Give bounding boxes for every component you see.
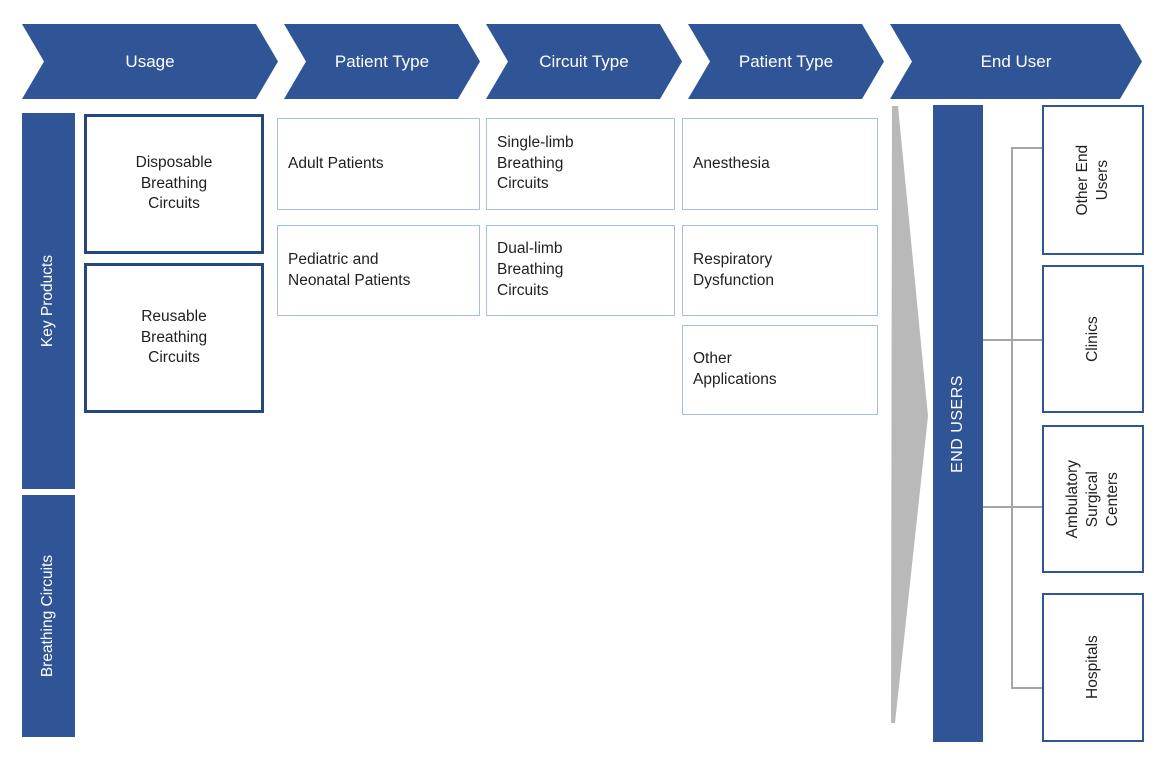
box-label: Disposable Breathing Circuits [135, 153, 213, 213]
chevron-step-end-user: End User [890, 24, 1142, 99]
side-bar-breathing-circuits: Breathing Circuits [22, 495, 75, 737]
box-label: Pediatric and Neonatal Patients [288, 250, 411, 289]
box-hospitals: Hospitals [1042, 593, 1144, 742]
box-anesthesia: Anesthesia [682, 118, 878, 210]
box-ambulatory-surgical-centers: Ambulatory Surgical Centers [1042, 425, 1144, 573]
side-bar-label: Key Products [39, 254, 57, 348]
box-label: Hospitals [1083, 635, 1101, 700]
chevron-step-label: Patient Type [334, 51, 430, 71]
box-label: Adult Patients [288, 154, 384, 172]
box-label: Single-limb Breathing Circuits [497, 133, 574, 193]
chevron-step-patient-type-2: Patient Type [688, 24, 884, 99]
chevron-step-label: Usage [125, 51, 175, 71]
chevron-step-label: Circuit Type [539, 51, 629, 71]
chevron-step-circuit-type: Circuit Type [486, 24, 682, 99]
box-label: Clinics [1083, 316, 1101, 362]
connector-stub-other-end-users [1011, 147, 1045, 149]
connector-stub-clinics [982, 339, 1042, 341]
funnel-triangle [891, 106, 928, 723]
connector-trunk-line [1011, 147, 1013, 689]
box-label: Ambulatory Surgical Centers [1063, 459, 1122, 539]
box-label: Reusable Breathing Circuits [140, 307, 208, 367]
box-label: Dual-limb Breathing Circuits [497, 240, 564, 299]
box-other-applications: Other Applications [682, 325, 878, 415]
connector-stub-hospitals [1011, 687, 1047, 689]
box-adult-patients: Adult Patients [277, 118, 480, 210]
box-clinics: Clinics [1042, 265, 1144, 413]
box-label: Anesthesia [693, 154, 770, 172]
end-users-bar-label: END USERS [949, 374, 967, 473]
box-dual-limb-breathing-circuits: Dual-limb Breathing Circuits [486, 225, 675, 316]
chevron-step-label: End User [980, 51, 1052, 71]
box-label: Other End Users [1073, 144, 1111, 216]
side-bar-key-products: Key Products [22, 113, 75, 489]
box-pediatric-neonatal-patients: Pediatric and Neonatal Patients [277, 225, 480, 316]
chevron-step-usage: Usage [22, 24, 278, 99]
box-label: Other Applications [693, 350, 777, 388]
box-single-limb-breathing-circuits: Single-limb Breathing Circuits [486, 118, 675, 210]
chevron-step-label: Patient Type [738, 51, 834, 71]
chevron-step-patient-type: Patient Type [284, 24, 480, 99]
connector-stub-ambulatory [982, 506, 1042, 508]
end-users-bar: END USERS [933, 105, 983, 742]
side-bar-label: Breathing Circuits [39, 554, 57, 678]
box-other-end-users: Other End Users [1042, 105, 1144, 255]
box-label: Respiratory Dysfunction [693, 250, 774, 289]
box-respiratory-dysfunction: Respiratory Dysfunction [682, 225, 878, 316]
box-reusable-breathing-circuits: Reusable Breathing Circuits [84, 263, 264, 413]
box-disposable-breathing-circuits: Disposable Breathing Circuits [84, 114, 264, 254]
